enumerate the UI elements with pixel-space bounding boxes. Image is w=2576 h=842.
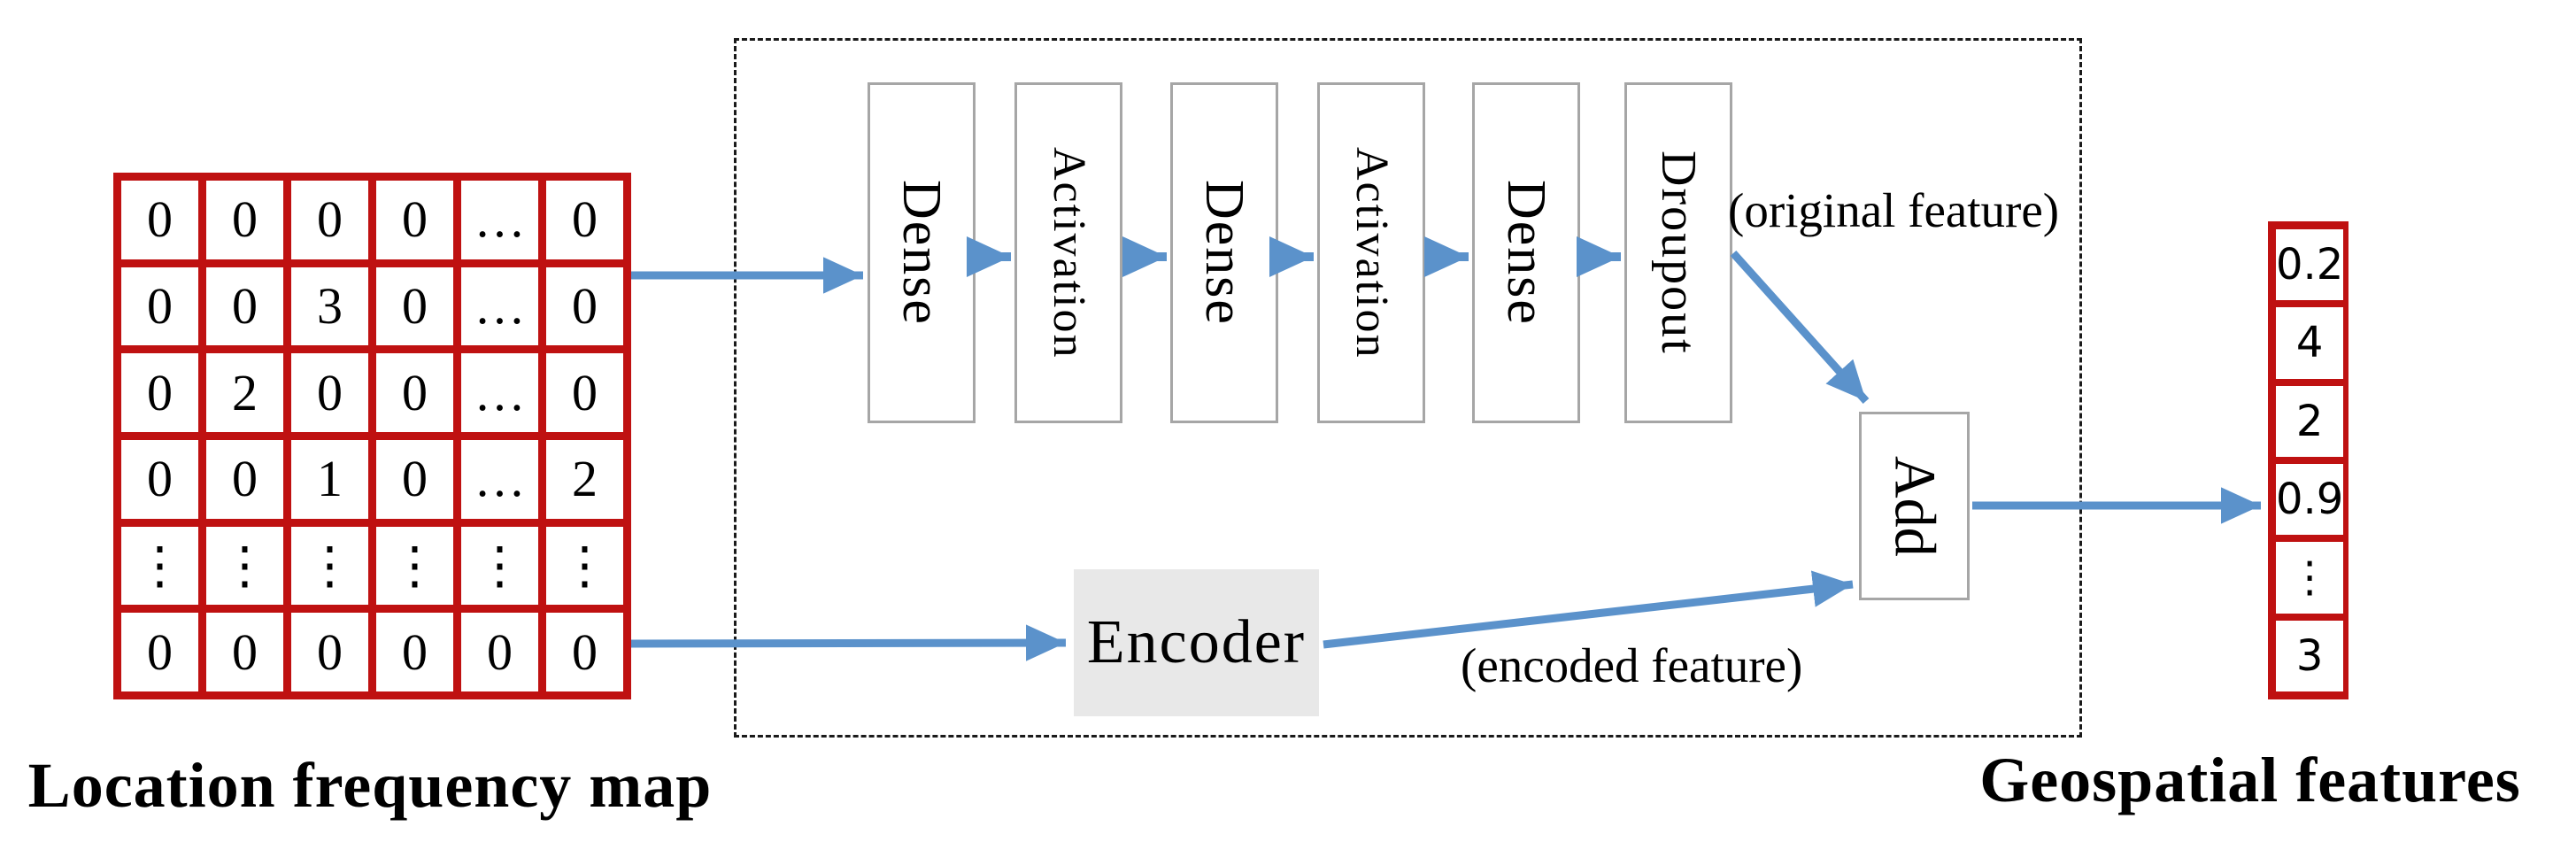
matrix-cell: 0	[546, 267, 623, 346]
geospatial-feature-vector: 0.2 4 2 0.9 ⋮ 3	[2268, 221, 2348, 699]
matrix-cell: 2	[546, 439, 623, 519]
matrix-cell: 0	[546, 613, 623, 691]
block-dense-3: Dense	[1472, 82, 1580, 423]
matrix-cell: 0	[376, 353, 453, 432]
vector-label: Geospatial features	[1979, 745, 2521, 815]
matrix-cell: 0	[291, 181, 368, 259]
encoded-feature-annotation: (encoded feature)	[1461, 638, 1803, 692]
matrix-cell: 0	[206, 439, 283, 519]
matrix-cell: 0	[121, 613, 198, 691]
matrix-cell: 0	[206, 181, 283, 259]
matrix-cell: …	[461, 181, 538, 259]
matrix-label: Location frequency map	[27, 750, 713, 821]
encoder-block: Encoder	[1074, 569, 1319, 716]
location-frequency-matrix: 0 0 0 0 … 0 0 0 3 0 … 0 0 2 0 0 … 0 0 0 …	[113, 173, 631, 699]
matrix-cell: 0	[376, 613, 453, 691]
matrix-cell: ⋮	[461, 526, 538, 606]
matrix-cell: 0	[376, 439, 453, 519]
vector-cell: ⋮	[2276, 542, 2344, 614]
matrix-cell: …	[461, 353, 538, 432]
block-dense-2: Dense	[1170, 82, 1278, 423]
matrix-cell: ⋮	[376, 526, 453, 606]
network-boundary-box	[734, 38, 2082, 738]
matrix-cell: 0	[121, 181, 198, 259]
matrix-cell: ⋮	[546, 526, 623, 606]
matrix-cell: 0	[121, 439, 198, 519]
matrix-cell: ⋮	[206, 526, 283, 606]
matrix-cell: 1	[291, 439, 368, 519]
matrix-cell: 0	[291, 613, 368, 691]
vector-cell: 4	[2276, 307, 2344, 379]
matrix-cell: 0	[206, 613, 283, 691]
block-activation-1: Activation	[1014, 82, 1122, 423]
matrix-cell: 0	[376, 181, 453, 259]
matrix-cell: ⋮	[291, 526, 368, 606]
matrix-cell: 0	[121, 353, 198, 432]
matrix-cell: …	[461, 439, 538, 519]
block-droupout: Droupout	[1624, 82, 1732, 423]
vector-cell: 0.9	[2276, 464, 2344, 536]
matrix-cell: 0	[461, 613, 538, 691]
matrix-cell: 0	[291, 353, 368, 432]
matrix-cell: 0	[546, 181, 623, 259]
block-activation-2: Activation	[1317, 82, 1425, 423]
matrix-cell: 0	[376, 267, 453, 346]
matrix-cell: 0	[546, 353, 623, 432]
matrix-cell: 3	[291, 267, 368, 346]
block-dense-1: Dense	[868, 82, 976, 423]
vector-cell: 3	[2276, 620, 2344, 691]
matrix-cell: 0	[206, 267, 283, 346]
original-feature-annotation: (original feature)	[1728, 183, 2060, 237]
matrix-cell: ⋮	[121, 526, 198, 606]
matrix-cell: …	[461, 267, 538, 346]
add-block: Add	[1859, 412, 1970, 600]
vector-cell: 0.2	[2276, 229, 2344, 301]
vector-cell: 2	[2276, 385, 2344, 457]
matrix-cell: 2	[206, 353, 283, 432]
matrix-cell: 0	[121, 267, 198, 346]
